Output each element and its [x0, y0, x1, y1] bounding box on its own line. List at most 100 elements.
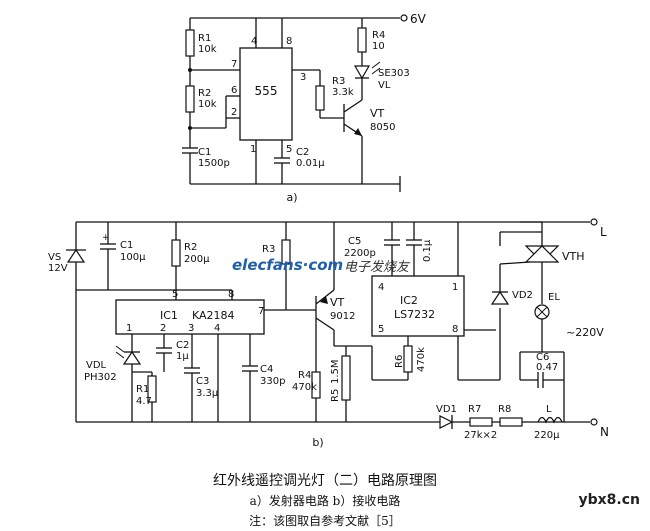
r2b-label: R2 — [184, 242, 197, 253]
vs-value: 12V — [48, 263, 68, 274]
inductor-label: L — [546, 404, 552, 415]
pin-2: 2 — [231, 107, 237, 118]
r1-label: R1 — [198, 33, 211, 44]
c1b-plus: + — [102, 233, 110, 243]
terminal-n — [590, 418, 598, 426]
supply-terminal — [400, 14, 408, 22]
r1b-value: 4.7 — [136, 396, 152, 407]
led-label: SE303 — [378, 68, 410, 79]
r2-value: 10k — [198, 99, 217, 110]
r1-resistor — [185, 29, 195, 57]
r3a-resistor — [315, 85, 325, 111]
r2b-value: 200μ — [184, 254, 210, 265]
vd2-label: VD2 — [512, 290, 533, 301]
figure-b-receiver: L N VS 12V + C1 100μ R2 200μ IC1 KA2184 … — [48, 218, 609, 449]
r4a-value: 10 — [372, 41, 385, 52]
r4a-label: R4 — [372, 30, 385, 41]
r7-label: R7 — [468, 404, 481, 415]
ic1-pin4: 4 — [214, 323, 220, 334]
c2a-value: 0.01μ — [296, 158, 325, 169]
c5-label: C5 — [348, 236, 361, 247]
r6-resistor — [403, 345, 413, 373]
ic1-ka2184 — [115, 299, 265, 335]
c5-value: 2200p — [344, 248, 376, 259]
supply-label: 6V — [410, 12, 427, 26]
vt-a-label: VT — [370, 107, 385, 120]
diode-vd2 — [490, 290, 510, 305]
figure-a-label: a) — [286, 191, 297, 204]
watermark-brand: elecfans·com — [232, 256, 343, 274]
terminal-l-label: L — [600, 225, 607, 239]
r78-value: 27k×2 — [464, 430, 497, 441]
r2-resistor — [185, 85, 195, 113]
ic2-name: IC2 — [400, 294, 418, 307]
pin-6: 6 — [231, 85, 237, 96]
caption-subtitle: a）发射器电路 b）接收电路 — [249, 494, 401, 508]
r1-value: 10k — [198, 44, 217, 55]
c6top-value: 0.1μ — [422, 239, 433, 262]
vth-label: VTH — [562, 250, 585, 263]
r5-label: R5 — [330, 389, 341, 402]
c4-label: C4 — [260, 364, 273, 375]
r8-label: R8 — [498, 404, 511, 415]
c2a-label: C2 — [296, 147, 309, 158]
c2b-label: C2 — [176, 340, 189, 351]
c1b-label: C1 — [120, 240, 133, 251]
ic1-pin1: 1 — [126, 323, 132, 334]
pin-5: 5 — [286, 144, 292, 155]
r4a-resistor — [357, 27, 367, 53]
c3b-value: 3.3μ — [196, 388, 219, 399]
ic1-name: IC1 — [160, 309, 178, 322]
r5-resistor — [341, 355, 351, 401]
diode-vd1 — [439, 415, 454, 429]
c1-label: C1 — [198, 147, 211, 158]
el-label: EL — [548, 292, 560, 303]
r3b-label: R3 — [262, 244, 275, 255]
ic1-pin7: 7 — [258, 306, 264, 317]
figure-b-label: b) — [312, 436, 323, 449]
vt-b-label: VT — [330, 296, 345, 309]
ic-555-label: 555 — [255, 84, 278, 98]
watermark-logo: elecfans·com 电子发烧友 — [232, 256, 411, 275]
inductor-l — [537, 416, 563, 424]
vt-a-value: 8050 — [370, 122, 395, 133]
pin-3: 3 — [300, 72, 306, 83]
r6-label: R6 — [394, 355, 405, 368]
r3a-label: R3 — [332, 76, 345, 87]
pin-4: 4 — [251, 36, 257, 47]
ic1-value: KA2184 — [192, 309, 235, 322]
ic2-pin5: 5 — [378, 324, 384, 335]
ic2-value: LS7232 — [394, 308, 435, 321]
ic1-pin5: 5 — [172, 289, 178, 300]
r6-value: 470k — [416, 347, 427, 372]
photodiode-vdl — [122, 350, 142, 365]
ic1-pin3: 3 — [188, 323, 194, 334]
watermark-cn: 电子发烧友 — [344, 260, 411, 275]
ic2-ls7232 — [371, 275, 465, 337]
ic2-pin8: 8 — [452, 324, 458, 335]
zener-vs — [66, 248, 86, 263]
c2b-value: 1μ — [176, 351, 189, 362]
ic-555 — [239, 47, 293, 141]
c3b-label: C3 — [196, 376, 209, 387]
c6-value: 0.47 — [536, 362, 558, 373]
r3a-value: 3.3k — [332, 87, 354, 98]
ic1-pin2: 2 — [160, 323, 166, 334]
c6-label: C6 — [536, 352, 549, 363]
r5-value: 1.5M — [330, 359, 341, 384]
r4b-label: R4 — [298, 370, 311, 381]
site-watermark: ybx8.cn — [578, 492, 640, 508]
figure-a-transmitter: 6V R1 10k R2 10k C1 1500p 555 4 8 7 6 — [182, 12, 427, 204]
caption-note: 注：该图取自参考文献［5］ — [249, 514, 401, 528]
vdl-value: PH302 — [84, 372, 117, 383]
r2b-resistor — [171, 239, 181, 267]
ic1-pin8: 8 — [228, 289, 234, 300]
r7-resistor — [469, 417, 493, 427]
ir-led — [353, 65, 371, 80]
vs-label: VS — [48, 252, 61, 263]
vd1-label: VD1 — [436, 404, 457, 415]
ic2-pin4: 4 — [378, 282, 384, 293]
mains-label: ~220V — [566, 326, 604, 339]
r8-resistor — [499, 417, 523, 427]
